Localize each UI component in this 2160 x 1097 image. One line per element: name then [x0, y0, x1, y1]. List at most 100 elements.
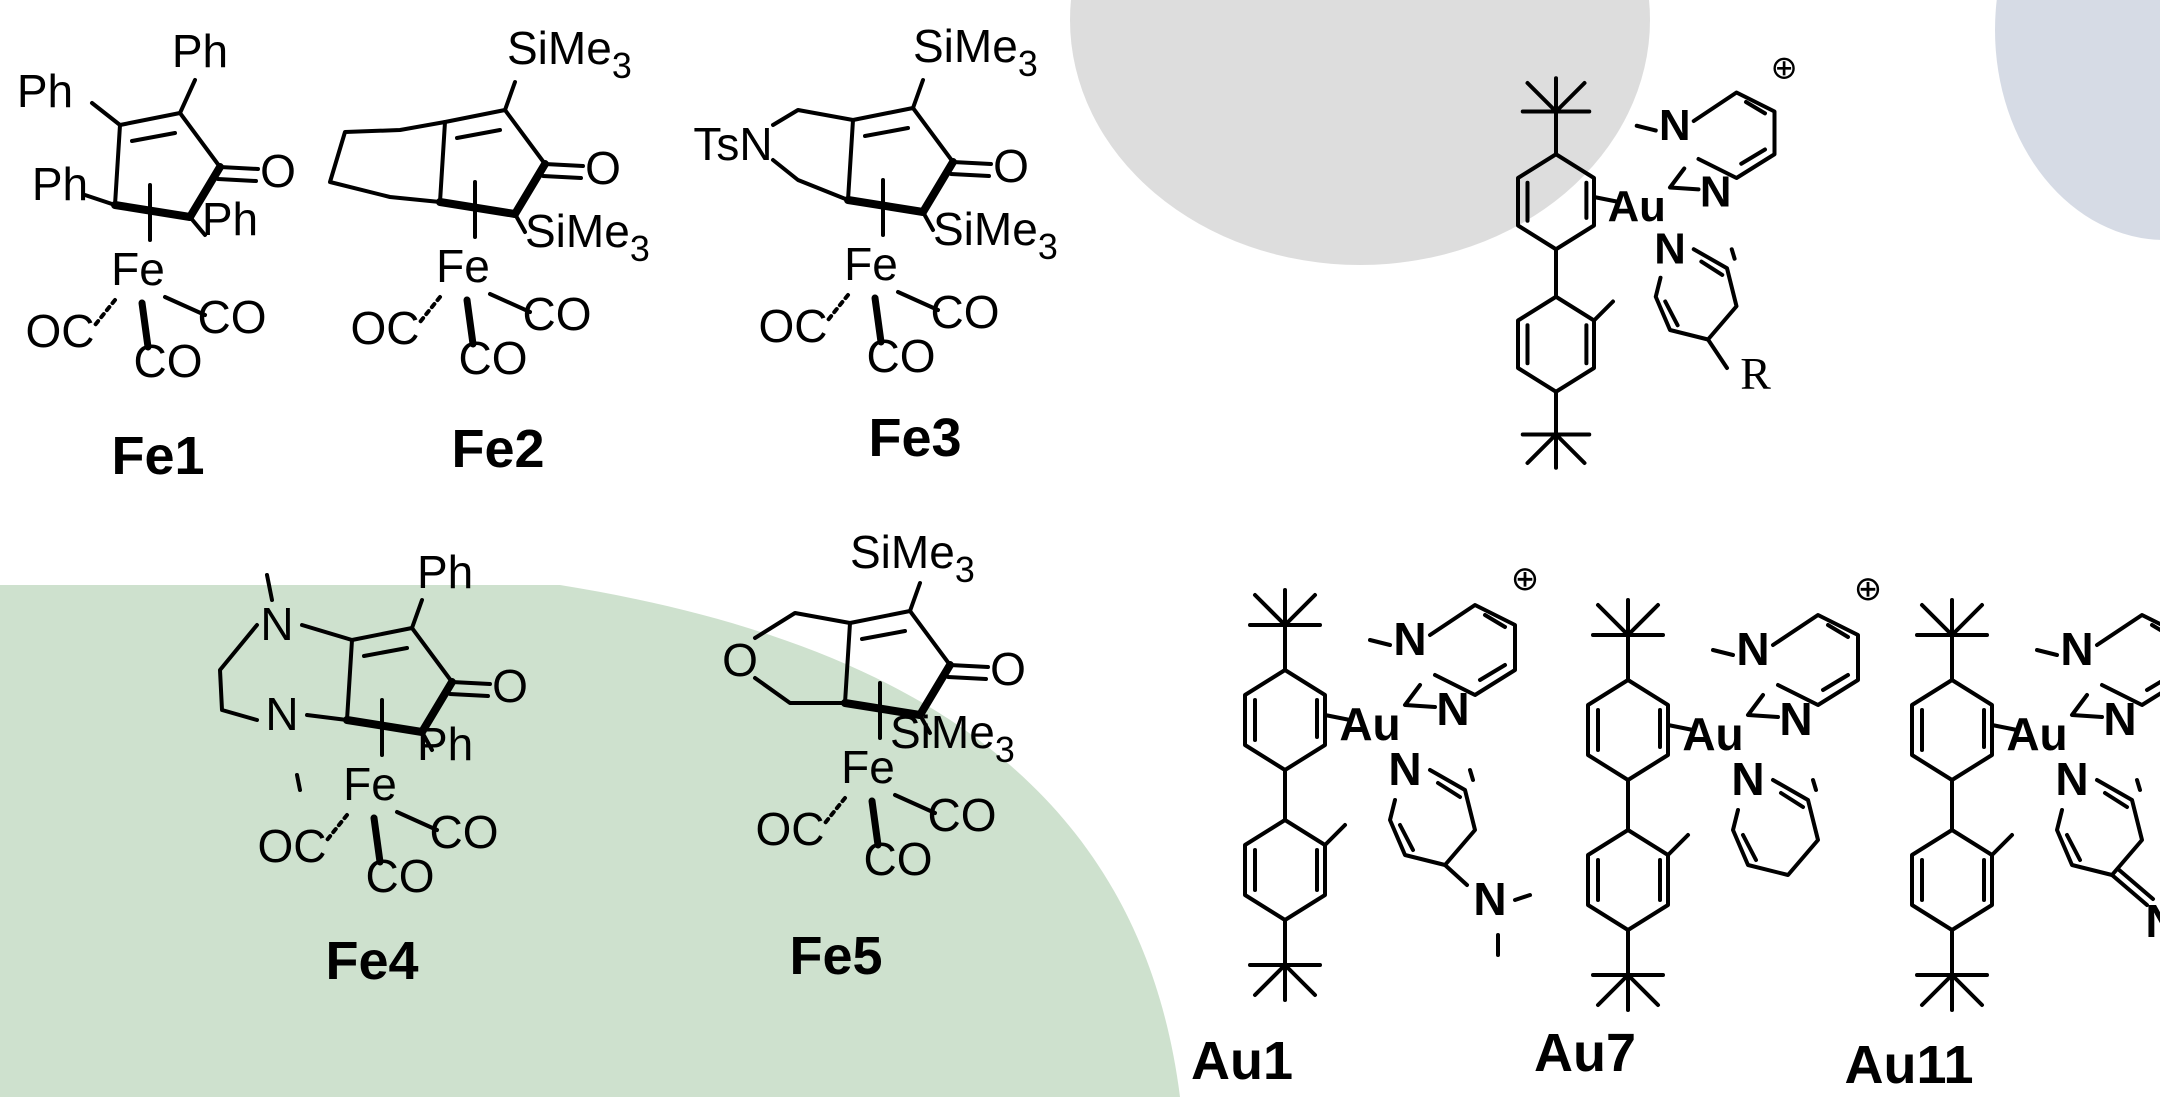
aryl-double-bond — [1741, 833, 1758, 862]
gold-atom: Au — [1339, 698, 1400, 750]
nitrogen-atom: N — [2103, 693, 2136, 745]
carbonyl-oxygen: O — [993, 140, 1029, 192]
nitrogen-atom: N — [2060, 623, 2093, 675]
tms-bond — [911, 78, 925, 110]
ring-double-bond — [863, 126, 910, 138]
aryl-double-bond — [1398, 823, 1415, 852]
ring-bond — [345, 638, 354, 722]
iron-atom: Fe — [841, 741, 895, 793]
aryl-double-bond — [1478, 663, 1507, 682]
cyclohexane-ring — [328, 120, 447, 204]
carbonyl-ligand: OC — [351, 302, 420, 354]
phenyl-label: Ph — [417, 546, 473, 598]
methyl-bond — [1990, 833, 2014, 857]
ph-bond — [420, 730, 434, 752]
pyridine-ring — [1731, 778, 1820, 877]
iron-atom: Fe — [343, 758, 397, 810]
nitrogen-atom: N — [1731, 753, 1764, 805]
carbonyl-ligand: CO — [198, 291, 267, 343]
compound-label-fe3: Fe3 — [868, 408, 962, 468]
carbonyl-ligand: OC — [26, 305, 95, 357]
nitrogen-atom: N — [2055, 753, 2088, 805]
benzo-ring — [2095, 613, 2160, 707]
tbu-methyls — [1596, 603, 1660, 637]
methyl-bond — [1711, 648, 1735, 657]
cationic-charge-icon: ⊕ — [1511, 560, 1540, 598]
carbonyl-double-bond — [949, 172, 991, 178]
carbonyl-ligand: CO — [523, 288, 592, 340]
phenyl-label: Ph — [417, 718, 473, 770]
methyl-bond — [1634, 123, 1658, 133]
pyridine-substituent-bond — [1443, 863, 1469, 887]
ring-bond-bold — [919, 158, 957, 216]
aryl-gold-bond — [1990, 723, 2019, 732]
aryl-double-bond — [1826, 623, 1850, 639]
ring-bond — [300, 623, 354, 642]
aryl-double-bond — [1436, 781, 1462, 799]
phenyl-label: Ph — [202, 193, 258, 245]
nitrogen-atom: N — [1700, 168, 1732, 217]
carbonyl-bond — [543, 162, 585, 168]
ring-double-bond — [860, 629, 907, 641]
tbu-methyls — [1920, 603, 1984, 637]
tms-bond — [918, 713, 932, 735]
carbonyl-ligand: CO — [459, 332, 528, 384]
benzo-ring — [1771, 613, 1860, 707]
compound-label-au11: Au11 — [1844, 1035, 1974, 1095]
fe-co-wedge — [463, 296, 477, 348]
carbene-bond — [1746, 693, 1780, 719]
gold-atom: Au — [1608, 182, 1666, 231]
iron-atom: Fe — [436, 240, 490, 292]
fe-co-wedge — [871, 294, 885, 346]
ring-oxygen: O — [722, 634, 758, 686]
aryl-double-bond — [1663, 299, 1680, 328]
phenyl-label: Ph — [32, 158, 88, 210]
fe-co-wedge — [868, 797, 882, 849]
ph-bond — [83, 193, 117, 207]
aryl-double-bond — [2145, 679, 2160, 692]
nitrogen-atom: N — [1736, 623, 1769, 675]
trimethylsilyl-label: SiMe3 — [913, 20, 1038, 84]
carbene-bond — [1668, 166, 1701, 192]
fe-co-wedge — [370, 814, 384, 866]
carbonyl-oxygen: O — [492, 660, 528, 712]
fe-co-bond — [488, 292, 532, 314]
tosylamide-label: TsN — [693, 118, 772, 170]
aryl-double-bond — [1744, 100, 1767, 116]
pyrroline-ring — [771, 158, 850, 202]
methyl-bond — [1368, 638, 1392, 647]
aryl-double-bond — [1483, 613, 1507, 629]
ring-bond-bold — [436, 198, 519, 218]
carbene-bond — [1403, 683, 1437, 709]
aryl-double-bond — [2150, 623, 2160, 633]
aryl-gold-bond — [1666, 723, 1695, 732]
carbonyl-ligand: CO — [366, 850, 435, 902]
ph-bond — [188, 215, 207, 237]
benzo-ring — [1428, 603, 1517, 697]
methyl-bond — [1729, 247, 1737, 261]
ring-bond-bold — [511, 160, 549, 218]
fe-co-wedge — [138, 299, 152, 351]
ring-bond — [305, 713, 349, 722]
tms-bond — [513, 212, 527, 234]
methyl-bond — [1468, 768, 1475, 782]
fe-co-bond — [395, 810, 439, 832]
piperazine-ring — [218, 623, 259, 722]
ring-bond-bold — [844, 196, 927, 216]
aryl-double-bond — [2065, 833, 2082, 862]
trimethylsilyl-label: SiMe3 — [850, 526, 975, 590]
gold-atom: Au — [1682, 708, 1743, 760]
phenyl-label: Ph — [172, 25, 228, 77]
pyridine-substituent-bond — [1706, 337, 1729, 370]
carbonyl-double-bond — [216, 177, 258, 183]
aryl-double-bond — [1821, 673, 1850, 692]
methyl-bond — [265, 573, 274, 602]
tbu-methyls — [1253, 593, 1317, 627]
tms-bond — [908, 581, 922, 613]
aryl-double-bond — [2103, 791, 2129, 809]
amine-nitrogen: N — [260, 598, 293, 650]
compound-label-fe1: Fe1 — [111, 426, 205, 486]
ring-bond-bold — [418, 678, 456, 736]
